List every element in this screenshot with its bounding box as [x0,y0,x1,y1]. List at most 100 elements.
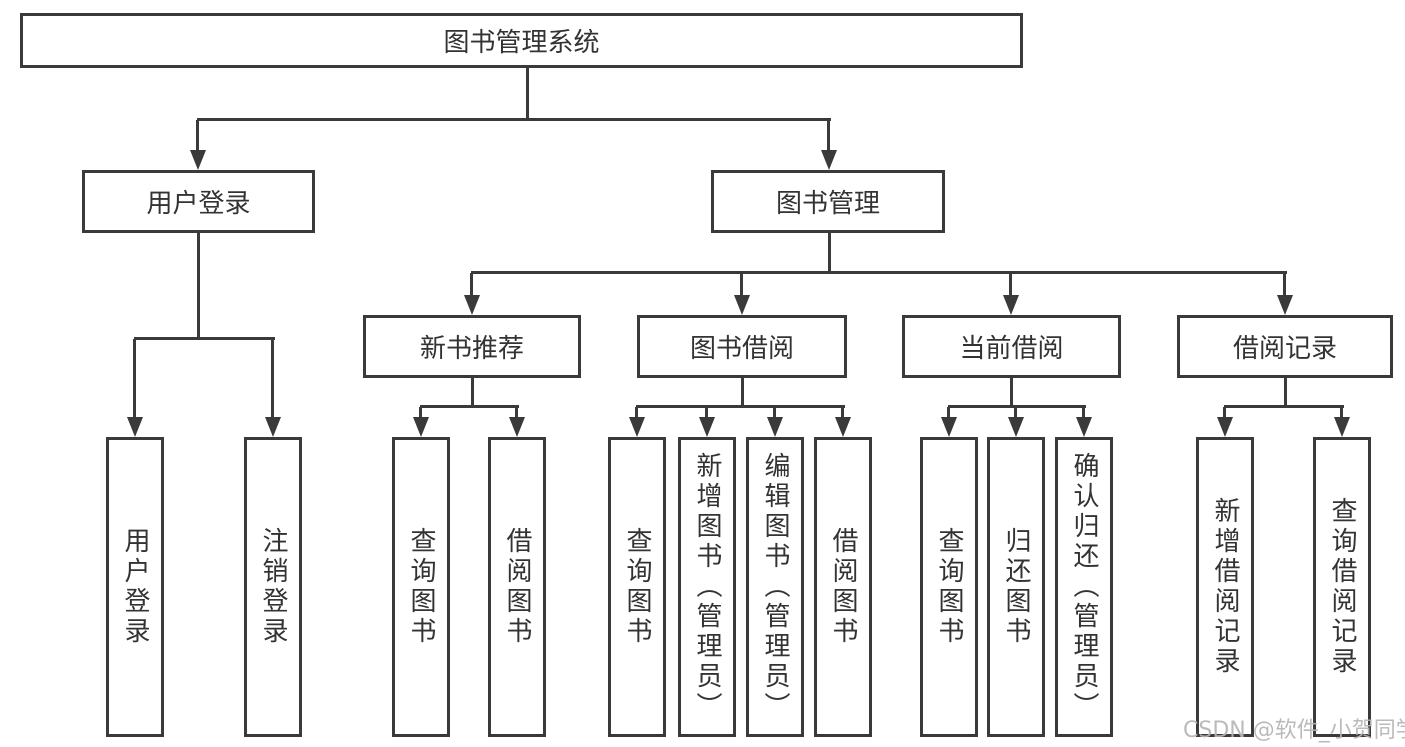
arrow-shaft [419,407,422,421]
arrow-down [464,273,480,315]
leaf-label: 查询借阅记录 [1327,497,1357,677]
leaf-borrowing-borrow-books: 借阅图书 [814,437,872,737]
node-label: 借阅记录 [1232,334,1337,364]
arrow-down [835,407,851,437]
connector-rail [636,405,845,408]
arrow-down [265,339,281,437]
arrow-shaft [196,120,199,154]
arrow-head [127,417,143,437]
connector-stem [828,233,831,274]
arrow-head [767,417,783,437]
leaf-logout: 注销登录 [244,437,302,737]
arrow-down [127,339,143,437]
node-label: 用户登录 [146,189,251,219]
node-label: 当前借阅 [959,334,1064,364]
arrow-shaft [1223,407,1226,421]
node-new-book-recommendation: 新书推荐 [363,315,581,378]
leaf-label: 查询图书 [934,527,964,647]
leaf-label: 借阅图书 [502,527,532,647]
arrow-shaft [271,339,274,421]
leaf-recommend-borrow-books: 借阅图书 [488,437,546,737]
leaf-label: 确认归还（管理员） [1069,452,1099,722]
leaf-label: 归还图书 [1001,527,1031,647]
arrow-shaft [1283,273,1286,299]
node-user-login: 用户登录 [82,170,315,233]
leaf-label: 注销登录 [258,527,288,647]
leaf-label: 用户登录 [120,527,150,647]
arrow-head [509,417,525,437]
arrow-head [699,417,715,437]
node-library-management-system: 图书管理系统 [20,13,1023,68]
arrow-down [1076,407,1092,437]
node-label: 图书借阅 [689,334,794,364]
leaf-current-confirm-return-admin: 确认归还（管理员） [1055,437,1113,737]
arrow-down [821,120,837,170]
leaf-current-query-books: 查询图书 [920,437,978,737]
node-label: 新书推荐 [419,334,524,364]
arrow-shaft [1014,407,1017,421]
arrow-down [629,407,645,437]
arrow-shaft [1082,407,1085,421]
arrow-head [835,417,851,437]
arrow-down [767,407,783,437]
arrow-head [821,150,837,170]
node-book-borrowing: 图书借阅 [637,315,847,378]
connector-rail [197,118,831,121]
arrow-shaft [1009,273,1012,299]
leaf-label: 查询图书 [622,527,652,647]
arrow-down [941,407,957,437]
arrow-head [464,295,480,315]
arrow-down [413,407,429,437]
arrow-down [190,120,206,170]
arrow-down [1008,407,1024,437]
connector-stem [741,378,744,408]
arrow-head [1277,295,1293,315]
connector-rail [134,337,275,340]
leaf-recommend-query-books: 查询图书 [392,437,450,737]
leaf-user-login: 用户登录 [106,437,164,737]
arrow-down [1334,407,1350,437]
connector-rail [948,405,1086,408]
leaf-borrowing-query-books: 查询图书 [608,437,666,737]
arrow-head [629,417,645,437]
arrow-shaft [1340,407,1343,421]
leaf-label: 新增图书（管理员） [692,452,722,722]
node-label: 图书管理 [775,189,880,219]
arrow-shaft [947,407,950,421]
arrow-down [734,273,750,315]
connector-stem [197,233,200,340]
node-borrowing-records: 借阅记录 [1177,315,1393,378]
arrow-head [413,417,429,437]
arrow-shaft [515,407,518,421]
connector-stem [526,68,529,121]
connector-rail [1224,405,1344,408]
arrow-shaft [740,273,743,299]
arrow-head [1008,417,1024,437]
leaf-records-query-record: 查询借阅记录 [1313,437,1371,737]
arrow-down [509,407,525,437]
node-book-management: 图书管理 [711,170,945,233]
arrow-shaft [470,273,473,299]
leaf-borrowing-add-books-admin: 新增图书（管理员） [678,437,736,737]
node-label: 图书管理系统 [443,28,600,58]
arrow-shaft [635,407,638,421]
leaf-label: 查询图书 [406,527,436,647]
arrow-head [734,295,750,315]
leaf-label: 新增借阅记录 [1210,497,1240,677]
node-current-borrowing: 当前借阅 [902,315,1121,378]
arrow-down [1277,273,1293,315]
leaf-current-return-books: 归还图书 [987,437,1045,737]
connector-rail [420,405,519,408]
arrow-head [1003,295,1019,315]
arrow-shaft [773,407,776,421]
leaf-records-add-record: 新增借阅记录 [1196,437,1254,737]
arrow-head [1217,417,1233,437]
connector-stem [1284,378,1287,408]
arrow-down [1003,273,1019,315]
watermark: CSDN @软件_小贺同学 [1183,718,1405,743]
arrow-head [190,150,206,170]
connector-stem [471,378,474,408]
arrow-down [699,407,715,437]
leaf-label: 借阅图书 [828,527,858,647]
